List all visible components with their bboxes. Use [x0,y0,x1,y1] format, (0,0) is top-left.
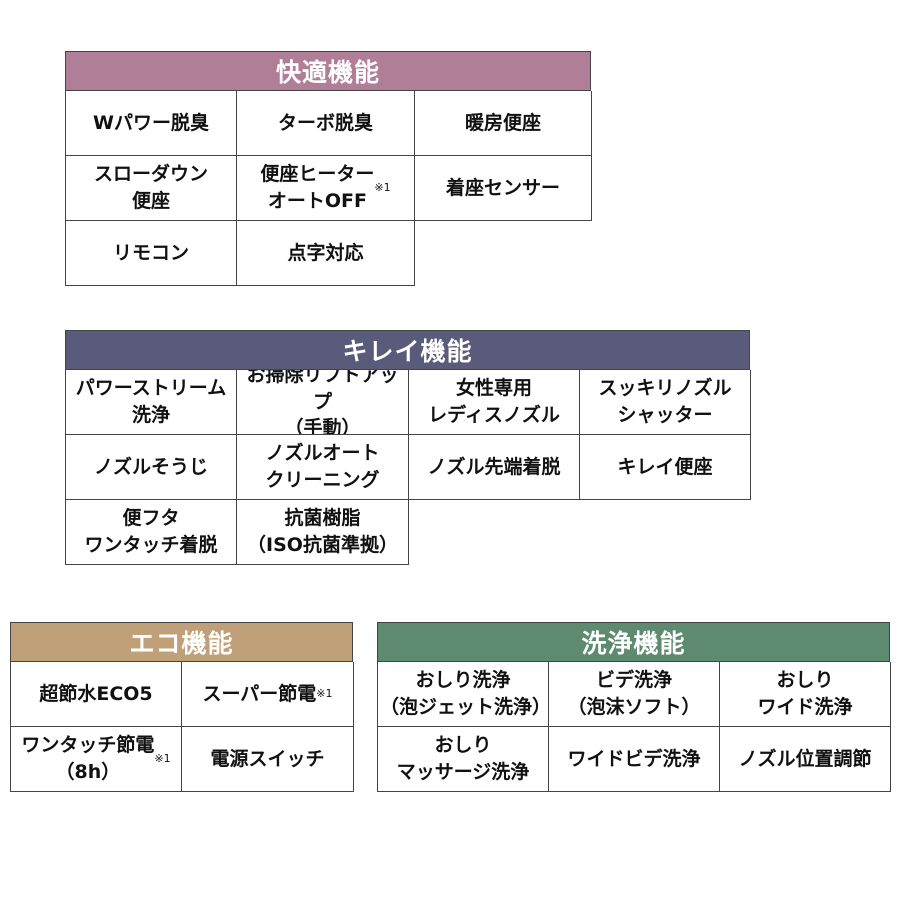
feature-cell: ノズル位置調節 [720,727,891,792]
feature-label: おしり マッサージ洗浄 [396,734,530,783]
section-clean-title: キレイ機能 [65,330,750,370]
feature-label: おしり ワイド洗浄 [757,669,853,718]
feature-cell: ワンタッチ節電 （8h）※1 [11,727,182,792]
section-comfort: 快適機能 Wパワー脱臭ターボ脱臭暖房便座スローダウン 便座便座ヒーター オートO… [65,51,592,286]
feature-cell: ワイドビデ洗浄 [549,727,720,792]
feature-cell: 点字対応 [237,221,415,286]
feature-label: ノズルそうじ [93,455,208,478]
feature-cell: 暖房便座 [415,91,592,156]
feature-cell: 着座センサー [415,156,592,221]
feature-cell: スッキリノズル シャッター [580,370,751,435]
feature-cell: おしり ワイド洗浄 [720,662,891,727]
feature-cell: スローダウン 便座 [66,156,237,221]
feature-cell: キレイ便座 [580,435,751,500]
feature-label: お掃除リフトアップ （手動） [246,370,399,435]
section-eco-title: エコ機能 [10,622,353,662]
feature-cell: ビデ洗浄 （泡沫ソフト） [549,662,720,727]
feature-cell: 女性専用 レディスノズル [409,370,580,435]
feature-label: 着座センサー [445,176,560,199]
feature-label: ワンタッチ節電 （8h） [21,734,155,783]
feature-cell: 抗菌樹脂 （ISO抗菌準拠） [237,500,409,565]
feature-cell: Wパワー脱臭 [66,91,237,156]
feature-label: キレイ便座 [617,455,713,478]
feature-label: ビデ洗浄 （泡沫ソフト） [567,669,701,718]
feature-label: スッキリノズル シャッター [598,377,732,426]
footnote-mark: ※1 [316,687,333,701]
feature-label: 便座ヒーター オートOFF [260,163,375,212]
feature-label: 女性専用 レディスノズル [428,377,560,426]
feature-label: Wパワー脱臭 [93,111,209,134]
feature-cell: ノズル先端着脱 [409,435,580,500]
feature-label: ノズル先端着脱 [427,455,561,478]
feature-cell: ノズルそうじ [66,435,237,500]
feature-cell: おしり洗浄 （泡ジェット洗浄） [378,662,549,727]
section-clean: キレイ機能 パワーストリーム 洗浄お掃除リフトアップ （手動） 女性専用 レディス… [65,330,751,565]
feature-label: 抗菌樹脂 （ISO抗菌準拠） [247,507,398,556]
feature-label: 便フタ ワンタッチ着脱 [84,507,218,556]
feature-cell: 便座ヒーター オートOFF※1 [237,156,415,221]
feature-label: 暖房便座 [464,111,541,134]
feature-label: ターボ脱臭 [277,111,373,134]
footnote-mark: ※1 [154,752,171,766]
feature-cell: ターボ脱臭 [237,91,415,156]
feature-label: ワイドビデ洗浄 [567,747,701,770]
footnote-mark: ※1 [374,181,391,195]
feature-label: パワーストリーム 洗浄 [75,377,227,426]
feature-label: リモコン [112,241,189,264]
feature-cell: リモコン [66,221,237,286]
feature-label: 点字対応 [287,241,364,264]
feature-label: 電源スイッチ [210,747,325,770]
feature-cell: パワーストリーム 洗浄 [66,370,237,435]
feature-cell: 電源スイッチ [182,727,354,792]
clean-grid: パワーストリーム 洗浄お掃除リフトアップ （手動） 女性専用 レディスノズルスッキ… [65,370,751,565]
section-comfort-title: 快適機能 [65,51,591,91]
feature-label: 超節水ECO5 [39,682,153,705]
feature-cell: お掃除リフトアップ （手動） [237,370,409,435]
feature-label: スーパー節電 [202,682,317,705]
feature-label: おしり洗浄 （泡ジェット洗浄） [380,669,549,718]
section-wash: 洗浄機能 おしり洗浄 （泡ジェット洗浄） ビデ洗浄 （泡沫ソフト） おしり ワイド洗… [377,622,891,792]
feature-cell: スーパー節電※1 [182,662,354,727]
section-wash-title: 洗浄機能 [377,622,890,662]
feature-label: ノズル位置調節 [738,747,872,770]
feature-label: スローダウン 便座 [93,163,208,212]
feature-cell: おしり マッサージ洗浄 [378,727,549,792]
feature-cell: 便フタ ワンタッチ着脱 [66,500,237,565]
feature-cell: ノズルオート クリーニング [237,435,409,500]
feature-cell: 超節水ECO5 [11,662,182,727]
feature-label: ノズルオート クリーニング [265,442,380,491]
wash-grid: おしり洗浄 （泡ジェット洗浄） ビデ洗浄 （泡沫ソフト） おしり ワイド洗浄おしり … [377,662,891,792]
